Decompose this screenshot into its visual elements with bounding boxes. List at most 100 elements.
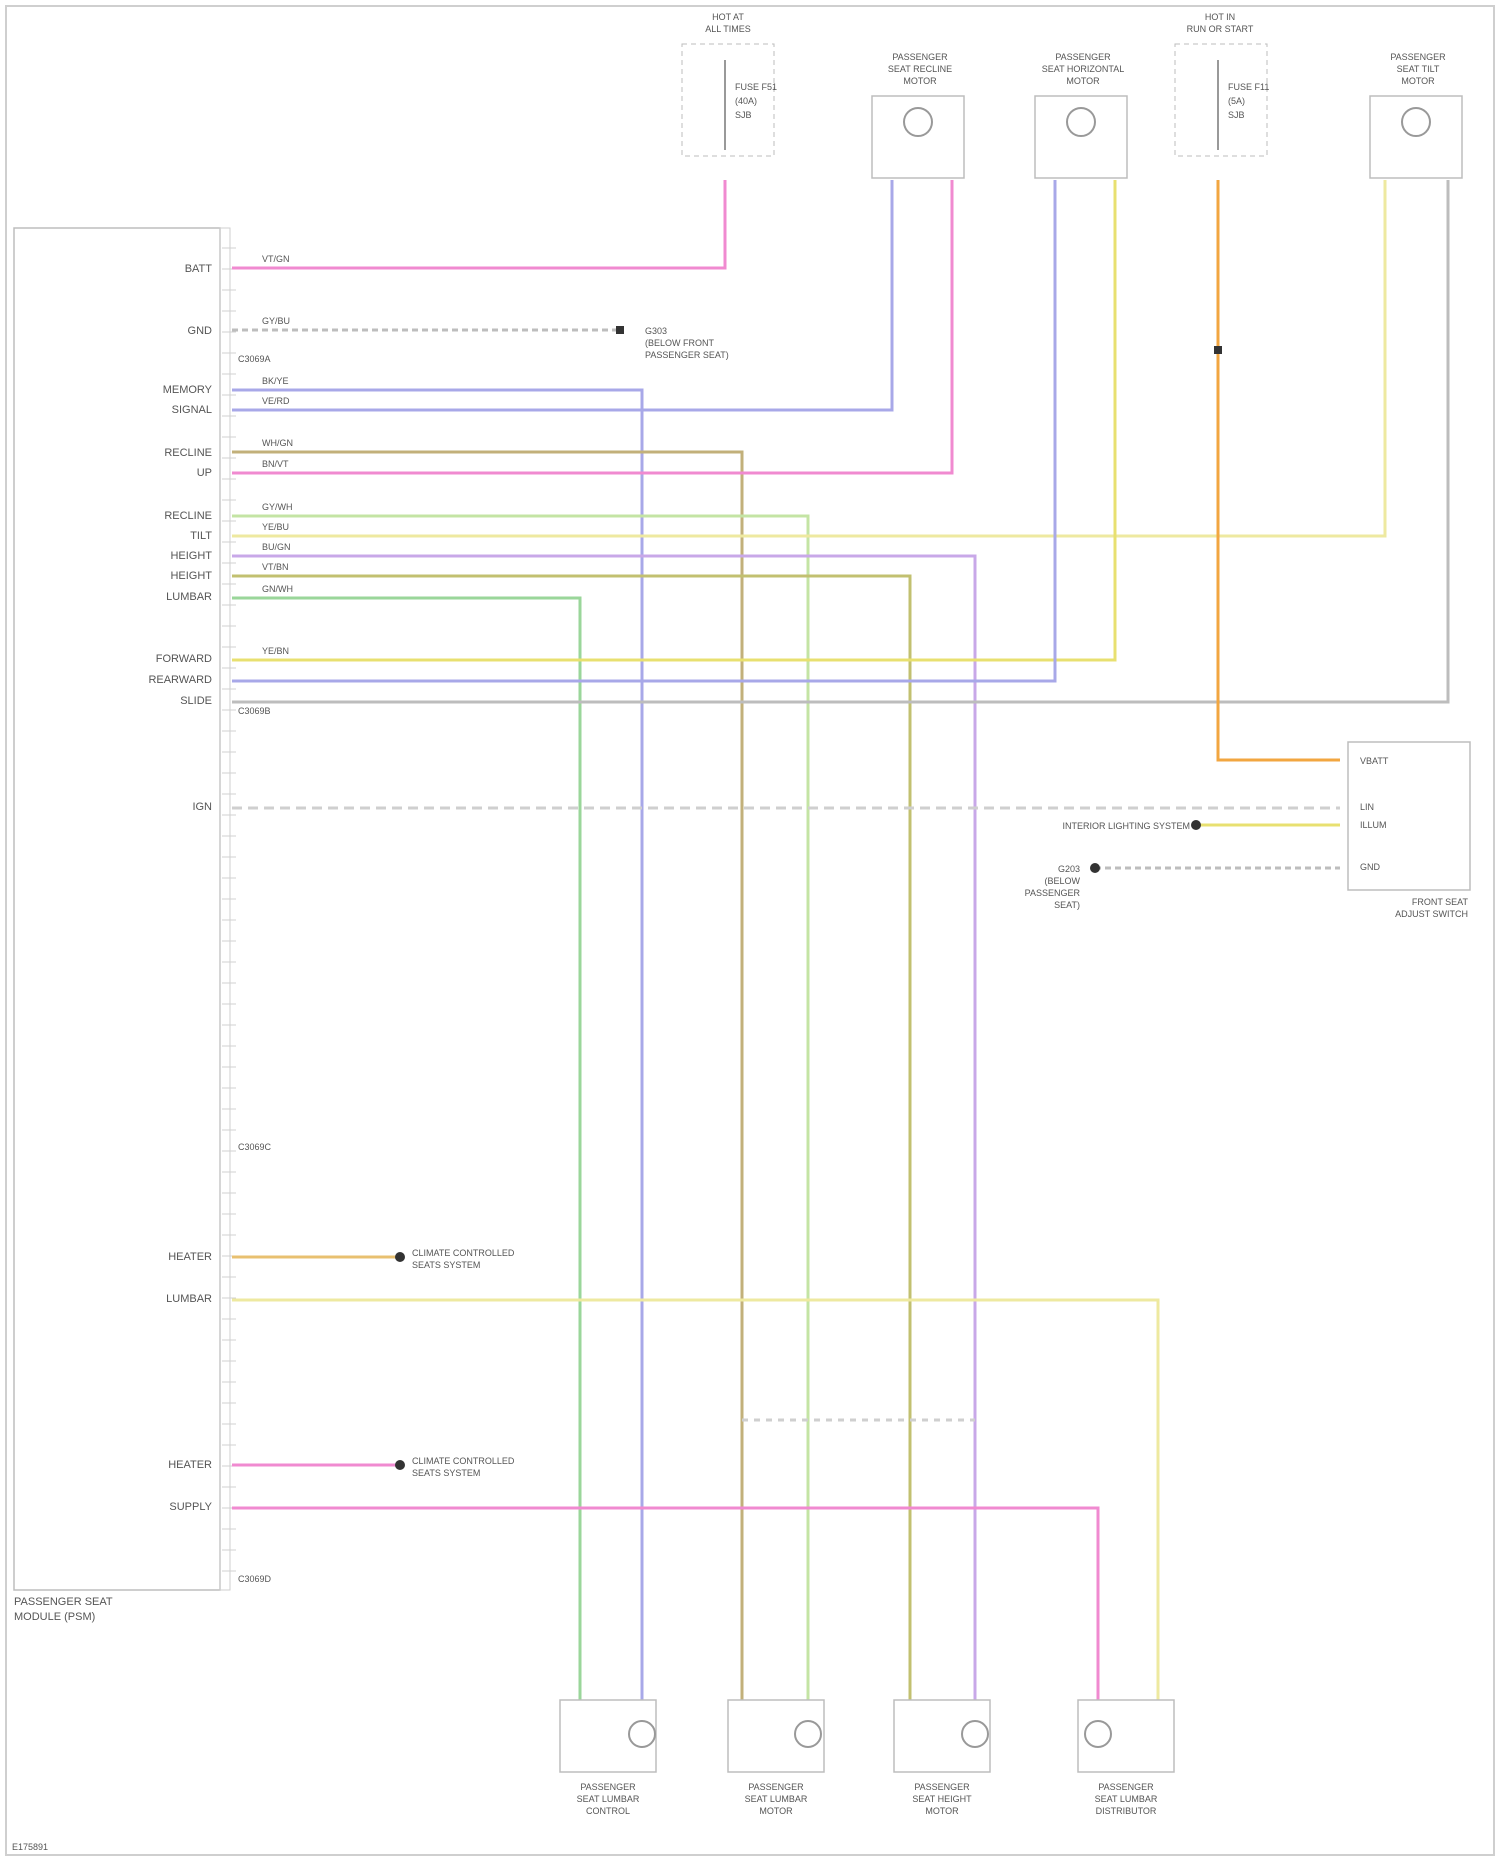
motor-horizontal-line-1: PASSENGER: [1055, 52, 1111, 62]
pin-label-memory: MEMORY: [163, 384, 213, 396]
pin-label-height-1: HEIGHT: [170, 550, 212, 562]
wire-lumbar-1: [232, 598, 580, 1700]
motor-horizontal-line-3: MOTOR: [1066, 76, 1100, 86]
motor-recline-line-1: PASSENGER: [892, 52, 948, 62]
diagram-border: [6, 6, 1494, 1855]
height-motor-box: [894, 1700, 990, 1772]
pin-label-slide: SLIDE: [180, 695, 212, 707]
connector-label-b: C3069B: [238, 706, 271, 716]
fuse-left-hot-line-1: HOT AT: [712, 12, 744, 22]
wire-up: [232, 180, 952, 473]
connector-label-c: C3069C: [238, 1142, 272, 1152]
motor-tilt-line-1: PASSENGER: [1390, 52, 1446, 62]
heater-note-1-line-1: CLIMATE CONTROLLED: [412, 1248, 515, 1258]
module-body: [14, 228, 220, 1590]
pin-label-lumbar-2: LUMBAR: [166, 1293, 212, 1305]
pin-label-height-2: HEIGHT: [170, 570, 212, 582]
fuse-left-line-1: FUSE F51: [735, 82, 777, 92]
wire-height-1: [232, 556, 975, 1700]
switch-pin-vbatt: VBATT: [1360, 756, 1389, 766]
fuse-left-box: [682, 44, 774, 156]
footer-code: E175891: [12, 1842, 48, 1852]
switch-ground-point: [1090, 863, 1100, 873]
height-motor-line-3: MOTOR: [925, 1806, 959, 1816]
wire-vbatt-switch: [1218, 180, 1340, 760]
pin-label-up: UP: [197, 467, 212, 479]
splice-point-fuse-right: [1214, 346, 1222, 354]
fuse-right: HOT IN RUN OR START FUSE F11 (5A) SJB: [1175, 12, 1269, 156]
switch-illum-note: INTERIOR LIGHTING SYSTEM: [1062, 821, 1190, 831]
switch-ground-note-3: PASSENGER: [1025, 888, 1081, 898]
pin-label-rearward: REARWARD: [148, 674, 212, 686]
switch-ground-note-2: (BELOW: [1044, 876, 1080, 886]
module-name-line-2: MODULE (PSM): [14, 1611, 95, 1623]
connector-label-a: C3069A: [238, 354, 271, 364]
height-motor-symbol: [962, 1721, 988, 1747]
motor-tilt: PASSENGER SEAT TILT MOTOR: [1370, 52, 1462, 178]
ground-note-line-1: G303: [645, 326, 667, 336]
wire-label-7: GY/WH: [262, 502, 293, 512]
wire-label-9: BU/GN: [262, 542, 291, 552]
pin-label-heater-2: HEATER: [168, 1459, 212, 1471]
wire-recline-1: [232, 452, 742, 1700]
wire-lumbar-2: [232, 1300, 1158, 1700]
wire-recline-2: [232, 516, 808, 1700]
wire-signal: [232, 180, 892, 410]
wire-label-11: GN/WH: [262, 584, 293, 594]
wire-label-2: GY/BU: [262, 316, 290, 326]
switch-ground-note-4: SEAT): [1054, 900, 1080, 910]
lumbar-left-box: [560, 1700, 656, 1772]
wire-label-1: VT/GN: [262, 254, 290, 264]
motor-tilt-line-2: SEAT TILT: [1397, 64, 1440, 74]
ground-point-module: [616, 326, 624, 334]
wire-label-8: YE/BU: [262, 522, 289, 532]
fuse-left-line-2: (40A): [735, 96, 757, 106]
lumbar-mid-line-2: SEAT LUMBAR: [745, 1794, 808, 1804]
passenger-seat-module: PASSENGER SEAT MODULE (PSM) BATT GND MEM…: [14, 228, 272, 1623]
lumbar-mid-symbol: [795, 1721, 821, 1747]
fuse-left-line-3: SJB: [735, 110, 752, 120]
pin-label-heater-1: HEATER: [168, 1251, 212, 1263]
wire-slide: [232, 180, 1448, 702]
lumbar-mid-line-3: MOTOR: [759, 1806, 793, 1816]
switch-pin-illum: ILLUM: [1360, 820, 1387, 830]
heater-terminal-2: [395, 1460, 405, 1470]
bottom-component-height-motor: PASSENGER SEAT HEIGHT MOTOR: [894, 1700, 990, 1816]
illum-terminal: [1191, 820, 1201, 830]
fuse-right-line-3: SJB: [1228, 110, 1245, 120]
lumbar-mid-line-1: PASSENGER: [748, 1782, 804, 1792]
wire-label-5: WH/GN: [262, 438, 293, 448]
motor-recline: PASSENGER SEAT RECLINE MOTOR: [872, 52, 964, 178]
fuse-right-hot-line-2: RUN OR START: [1187, 24, 1254, 34]
wire-tilt: [232, 180, 1385, 536]
wire-label-10: VT/BN: [262, 562, 289, 572]
lumbar-mid-box: [728, 1700, 824, 1772]
fuse-left-hot-line-2: ALL TIMES: [705, 24, 751, 34]
lumbar-right-line-3: DISTRIBUTOR: [1096, 1806, 1157, 1816]
switch-name-line-1: FRONT SEAT: [1412, 897, 1469, 907]
pin-label-forward: FORWARD: [156, 653, 212, 665]
fuse-right-hot-line-1: HOT IN: [1205, 12, 1235, 22]
wire-supply: [232, 1508, 1098, 1700]
motor-recline-line-2: SEAT RECLINE: [888, 64, 952, 74]
lumbar-left-line-3: CONTROL: [586, 1806, 630, 1816]
ground-note-line-3: PASSENGER SEAT): [645, 350, 729, 360]
height-motor-line-1: PASSENGER: [914, 1782, 970, 1792]
wire-label-6: BN/VT: [262, 459, 289, 469]
wire-label-3: BK/YE: [262, 376, 289, 386]
switch-name-line-2: ADJUST SWITCH: [1395, 909, 1468, 919]
switch-ground-note-1: G203: [1058, 864, 1080, 874]
module-pin-strip: [220, 228, 230, 1590]
height-motor-line-2: SEAT HEIGHT: [912, 1794, 972, 1804]
bottom-component-lumbar-right: PASSENGER SEAT LUMBAR DISTRIBUTOR: [1078, 1700, 1174, 1816]
fuse-right-line-2: (5A): [1228, 96, 1245, 106]
fuse-right-line-1: FUSE F11: [1228, 82, 1269, 92]
heater-note-1-line-2: SEATS SYSTEM: [412, 1260, 480, 1270]
heater-note-2-line-2: SEATS SYSTEM: [412, 1468, 480, 1478]
wire-label-4: VE/RD: [262, 396, 290, 406]
lumbar-right-line-1: PASSENGER: [1098, 1782, 1154, 1792]
wire-batt: [232, 180, 725, 268]
motor-tilt-line-3: MOTOR: [1401, 76, 1435, 86]
wire-color-labels: VT/GN GY/BU BK/YE VE/RD WH/GN BN/VT GY/W…: [262, 254, 293, 656]
